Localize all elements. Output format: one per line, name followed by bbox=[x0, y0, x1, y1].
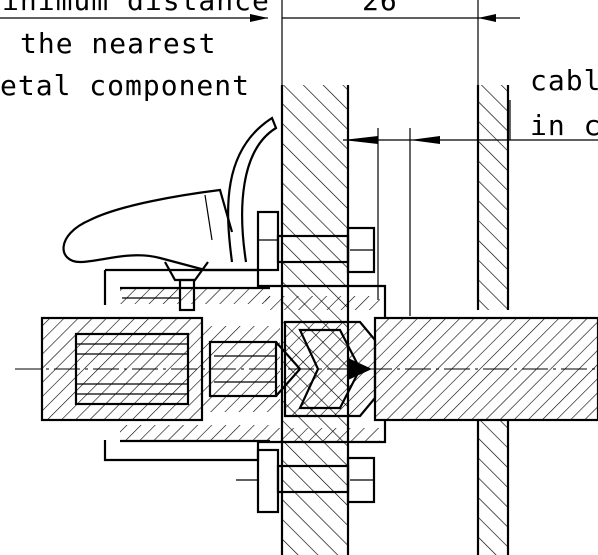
in-contact-label: in co bbox=[530, 109, 598, 142]
locking-lever bbox=[62, 116, 278, 272]
right-panel-wall bbox=[476, 85, 510, 555]
nearest-label: the nearest bbox=[20, 27, 216, 60]
dimension-26-label: 26 bbox=[362, 0, 398, 17]
dimension-lines bbox=[0, 0, 598, 316]
left-panel-wall bbox=[280, 85, 350, 555]
connector-housing bbox=[103, 268, 387, 462]
lower-screw bbox=[236, 448, 376, 514]
cable-label: cabl bbox=[530, 64, 598, 97]
metal-component-label: etal component bbox=[0, 69, 250, 102]
minimum-distance-label: inimum distance bbox=[2, 0, 270, 17]
wing-screw bbox=[122, 261, 209, 312]
upper-screw bbox=[256, 210, 376, 274]
